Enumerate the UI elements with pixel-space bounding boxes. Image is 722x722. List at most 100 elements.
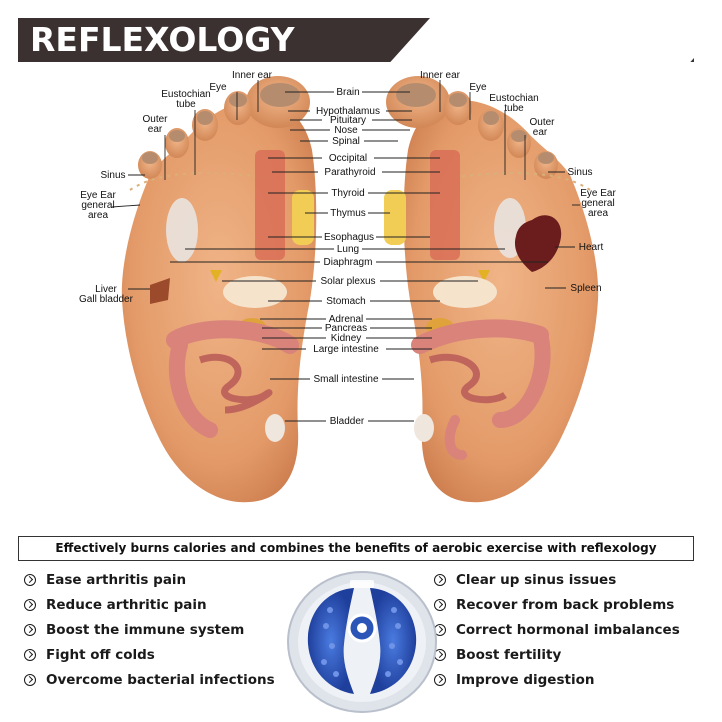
benefit-text: Reduce arthritic pain	[46, 596, 207, 613]
left-bladder	[265, 414, 285, 442]
left-small-intestine	[198, 353, 273, 414]
label-eustochian-right-2: tube	[504, 103, 524, 114]
benefit-item: Boost the immune system	[24, 617, 275, 642]
label-eustochian-left-2: tube	[176, 99, 196, 110]
label-kidney: Kidney	[331, 333, 362, 344]
chevron-circle-icon	[24, 598, 36, 611]
benefit-item: Fight off colds	[24, 642, 275, 667]
right-brain-mini-2	[483, 111, 499, 125]
label-outer-right-1: Outer	[529, 117, 555, 128]
left-foot	[121, 76, 317, 503]
label-hypothalamus: Hypothalamus	[316, 106, 380, 117]
right-foot	[384, 76, 599, 503]
left-solar-plexus	[210, 270, 222, 282]
left-brain-mini-4	[142, 152, 158, 164]
label-small-intestine: Small intestine	[313, 374, 378, 385]
benefit-item: Correct hormonal imbalances	[434, 617, 680, 642]
left-stomach	[223, 276, 287, 308]
label-brain: Brain	[336, 87, 359, 98]
chevron-circle-icon	[24, 673, 36, 686]
benefit-text: Fight off colds	[46, 646, 155, 663]
page-title: REFLEXOLOGY	[30, 20, 295, 59]
left-lung-region	[255, 150, 285, 260]
left-colon	[168, 337, 218, 438]
disc-left-footpad	[307, 588, 354, 694]
disc-logo-plate	[350, 580, 374, 588]
label-outer-left-2: ear	[148, 124, 163, 135]
label-pituitary: Pituitary	[330, 115, 366, 126]
label-eyeear-left-1: Eye Ear	[80, 190, 116, 201]
benefit-text: Clear up sinus issues	[456, 571, 617, 588]
label-lung: Lung	[337, 244, 359, 255]
left-eye-ear-line	[129, 172, 271, 191]
right-brain-mini-4	[538, 152, 554, 164]
twist-disc-product	[284, 566, 440, 716]
label-adrenal: Adrenal	[329, 314, 363, 325]
benefit-text: Ease arthritis pain	[46, 571, 187, 588]
right-colon	[492, 327, 551, 428]
right-brain-mini-1	[449, 93, 467, 107]
benefit-item: Overcome bacterial infections	[24, 667, 275, 692]
chevron-circle-icon	[24, 623, 36, 636]
label-large-intestine: Large intestine	[313, 344, 379, 355]
label-inner-ear-left: Inner ear	[232, 70, 273, 81]
disc-right-footpad	[370, 588, 417, 694]
benefit-text: Boost the immune system	[46, 621, 245, 638]
label-inner-ear-right: Inner ear	[420, 70, 461, 81]
right-small-intestine	[428, 353, 507, 404]
right-thymus	[384, 190, 406, 245]
right-large-intestine	[411, 319, 549, 354]
right-rectum	[444, 415, 467, 460]
disc-massage-nubs	[321, 607, 403, 677]
label-thyroid: Thyroid	[331, 188, 364, 199]
tagline-box: Effectively burns calories and combines …	[18, 536, 694, 561]
right-brain-mark	[396, 83, 436, 107]
benefit-item: Boost fertility	[434, 642, 680, 667]
label-eyeear-left-2: general	[81, 200, 114, 211]
foot-map-svg: Brain Hypothalamus Pituitary Nose Spinal…	[79, 70, 616, 503]
right-lung-region	[430, 150, 460, 260]
benefits-list-left: Ease arthritis pain Reduce arthritic pai…	[24, 567, 275, 692]
label-eustochian-right-1: Eustochian	[489, 93, 538, 104]
benefit-text: Recover from back problems	[456, 596, 675, 613]
label-eyeear-right-3: area	[588, 208, 608, 219]
chevron-circle-icon	[434, 673, 446, 686]
label-nose: Nose	[334, 125, 358, 136]
label-heart: Heart	[579, 242, 604, 253]
left-thymus	[292, 190, 314, 245]
left-liver	[150, 278, 170, 304]
center-leaders	[170, 91, 548, 422]
benefit-text: Boost fertility	[456, 646, 562, 663]
right-eye-ear-line	[449, 172, 591, 191]
label-eye-right: Eye	[469, 82, 487, 93]
chevron-circle-icon	[434, 598, 446, 611]
label-spinal: Spinal	[332, 136, 360, 147]
left-large-intestine	[166, 320, 299, 354]
right-stomach	[433, 276, 497, 308]
label-outer-right-2: ear	[533, 127, 548, 138]
label-solar-plexus: Solar plexus	[320, 276, 375, 287]
benefit-item: Ease arthritis pain	[24, 567, 275, 592]
chevron-circle-icon	[24, 648, 36, 661]
benefit-text: Improve digestion	[456, 671, 595, 688]
label-outer-left-1: Outer	[142, 114, 168, 125]
right-solar-plexus	[478, 270, 490, 282]
label-eye-left: Eye	[209, 82, 227, 93]
benefits-list-right: Clear up sinus issues Recover from back …	[434, 567, 680, 692]
left-lung-lobe	[166, 198, 198, 262]
label-sinus-left: Sinus	[100, 170, 125, 181]
right-brain-mini-3	[511, 130, 527, 142]
label-parathyroid: Parathyroid	[324, 167, 375, 178]
label-stomach: Stomach	[326, 296, 365, 307]
heart-organ	[514, 215, 562, 272]
disc-center-hole	[357, 623, 367, 633]
label-pancreas: Pancreas	[325, 323, 367, 334]
label-gall-bladder: Gall bladder	[79, 294, 134, 305]
label-eyeear-left-3: area	[88, 210, 108, 221]
label-occipital: Occipital	[329, 153, 367, 164]
benefit-text: Correct hormonal imbalances	[456, 621, 680, 638]
label-diaphragm: Diaphragm	[324, 257, 373, 268]
left-brain-mini-1	[229, 93, 247, 107]
label-spleen: Spleen	[570, 283, 601, 294]
label-eustochian-left-1: Eustochian	[161, 89, 210, 100]
